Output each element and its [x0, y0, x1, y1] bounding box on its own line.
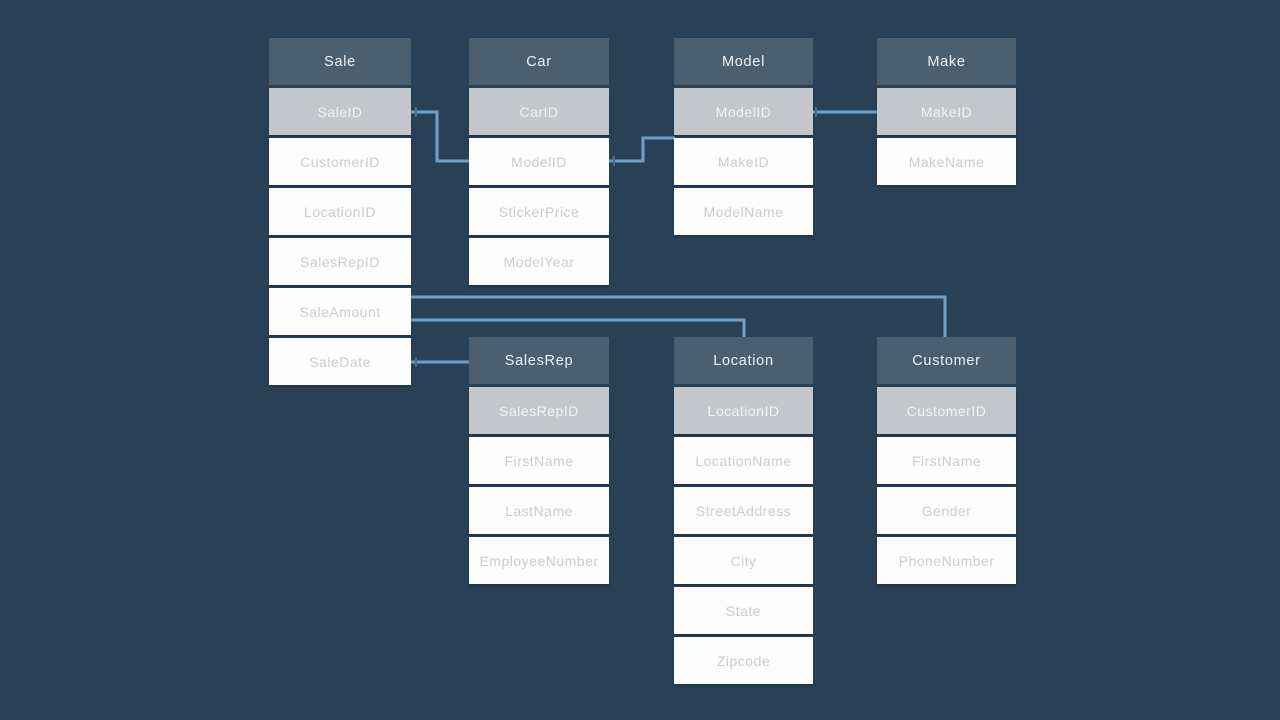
table-header: Car — [469, 38, 609, 85]
table-header: Sale — [269, 38, 411, 85]
key-field-row: SaleID — [269, 88, 411, 135]
connector-line-sale-to-customer-header — [410, 295, 947, 340]
field-row: SaleAmount — [269, 288, 411, 335]
field-row: EmployeeNumber — [469, 537, 609, 584]
connector-line-sale-to-location-header — [410, 318, 746, 340]
table-header: Location — [674, 337, 813, 384]
field-row: City — [674, 537, 813, 584]
table-header: Customer — [877, 337, 1016, 384]
field-row: StreetAddress — [674, 487, 813, 534]
field-row: FirstName — [877, 437, 1016, 484]
key-field-row: LocationID — [674, 387, 813, 434]
field-row: CustomerID — [269, 138, 411, 185]
connector-line-car-modelid-to-model — [608, 136, 675, 163]
key-field-row: CustomerID — [877, 387, 1016, 434]
key-field-row: ModelID — [674, 88, 813, 135]
table-header: Model — [674, 38, 813, 85]
field-row: ModelID — [469, 138, 609, 185]
field-row: Gender — [877, 487, 1016, 534]
key-field-row: SalesRepID — [469, 387, 609, 434]
field-row: LastName — [469, 487, 609, 534]
field-row: Zipcode — [674, 637, 813, 684]
connector-line-sale-saleid-to-car-modelid — [410, 110, 470, 163]
field-row: FirstName — [469, 437, 609, 484]
field-row: PhoneNumber — [877, 537, 1016, 584]
field-row: SalesRepID — [269, 238, 411, 285]
field-row: State — [674, 587, 813, 634]
field-row: LocationID — [269, 188, 411, 235]
field-row: StickerPrice — [469, 188, 609, 235]
field-row: MakeID — [674, 138, 813, 185]
key-field-row: MakeID — [877, 88, 1016, 135]
field-row: ModelName — [674, 188, 813, 235]
field-row: SaleDate — [269, 338, 411, 385]
table-header: Make — [877, 38, 1016, 85]
field-row: ModelYear — [469, 238, 609, 285]
field-row: LocationName — [674, 437, 813, 484]
key-field-row: CarID — [469, 88, 609, 135]
table-header: SalesRep — [469, 337, 609, 384]
field-row: MakeName — [877, 138, 1016, 185]
